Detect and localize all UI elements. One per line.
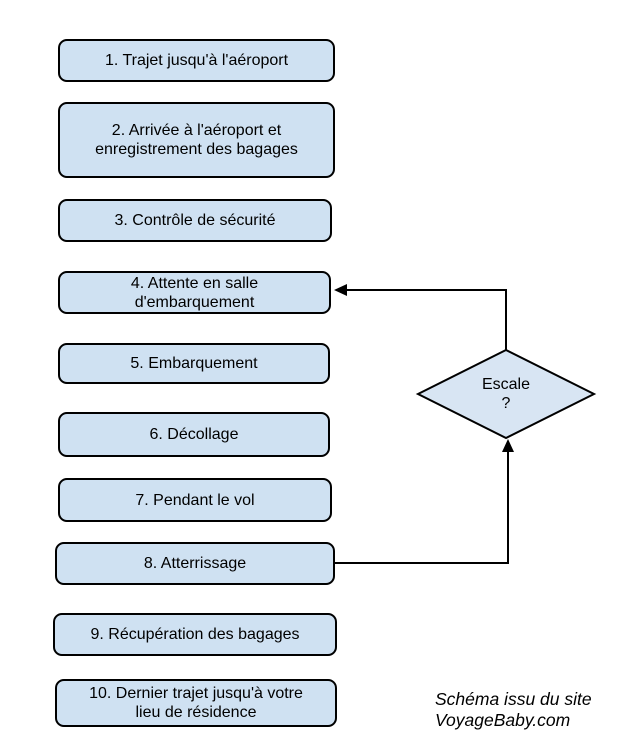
step-label-2: 2. Arrivée à l'aéroport et enregistremen… [95, 122, 298, 158]
step-box-8: 8. Atterrissage [55, 542, 335, 585]
step-box-2: 2. Arrivée à l'aéroport et enregistremen… [58, 102, 335, 178]
step-box-7: 7. Pendant le vol [58, 478, 332, 522]
decision-diamond-shape [415, 348, 597, 440]
step-box-10: 10. Dernier trajet jusqu'à votre lieu de… [55, 679, 337, 727]
step-label-3: 3. Contrôle de sécurité [114, 212, 276, 229]
arrowhead-into-step4-icon [334, 284, 347, 296]
step-box-9: 9. Récupération des bagages [53, 613, 337, 656]
step-label-9: 9. Récupération des bagages [90, 626, 300, 643]
arrowhead-into-diamond-icon [502, 439, 514, 452]
attribution-text: Schéma issu du site VoyageBaby.com [435, 689, 592, 730]
step-label-8: 8. Atterrissage [143, 555, 247, 572]
step-box-4: 4. Attente en salle d'embarquement [58, 271, 331, 314]
connector-diamond-to-step4 [346, 289, 507, 351]
step-box-1: 1. Trajet jusqu'à l'aéroport [58, 39, 335, 82]
step-label-1: 1. Trajet jusqu'à l'aéroport [104, 52, 289, 69]
step-label-5: 5. Embarquement [130, 355, 258, 372]
step-label-6: 6. Décollage [149, 426, 239, 443]
step-label-4: 4. Attente en salle d'embarquement [130, 274, 259, 311]
connector-step8-to-diamond [334, 451, 509, 564]
decision-diamond-label: Escale ? [481, 376, 531, 412]
step-box-5: 5. Embarquement [58, 343, 330, 384]
step-box-6: 6. Décollage [58, 412, 330, 457]
step-label-10: 10. Dernier trajet jusqu'à votre lieu de… [89, 685, 303, 721]
step-box-3: 3. Contrôle de sécurité [58, 199, 332, 242]
step-label-7: 7. Pendant le vol [135, 491, 255, 509]
